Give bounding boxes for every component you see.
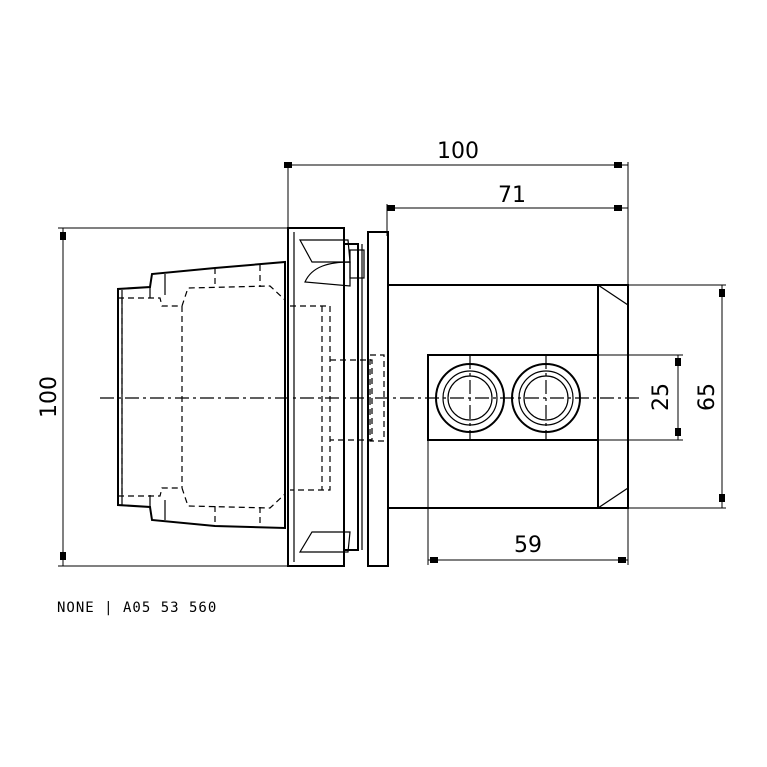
dim-body-height-label: 65 — [695, 383, 720, 411]
dim-bore-spacing: 25 — [590, 354, 683, 441]
dim-overall-length: 100 — [284, 139, 629, 285]
dim-flange-diameter: 100 — [37, 227, 288, 567]
dim-bore-spacing-label: 25 — [649, 383, 674, 411]
center-lines — [100, 355, 640, 440]
dim-body-length-label: 71 — [498, 183, 526, 208]
tool-body — [387, 284, 629, 509]
dim-bore-block-length: 59 — [427, 440, 629, 565]
shank — [117, 260, 286, 530]
dim-body-length: 71 — [386, 183, 628, 236]
dim-bore-block-length-label: 59 — [514, 533, 542, 558]
dim-flange-diameter-label: 100 — [37, 376, 62, 418]
drawing-caption: NONE | A05 53 560 — [57, 600, 218, 616]
dim-overall-length-label: 100 — [437, 139, 479, 164]
dim-body-height: 65 — [628, 284, 726, 509]
flange — [287, 227, 389, 567]
